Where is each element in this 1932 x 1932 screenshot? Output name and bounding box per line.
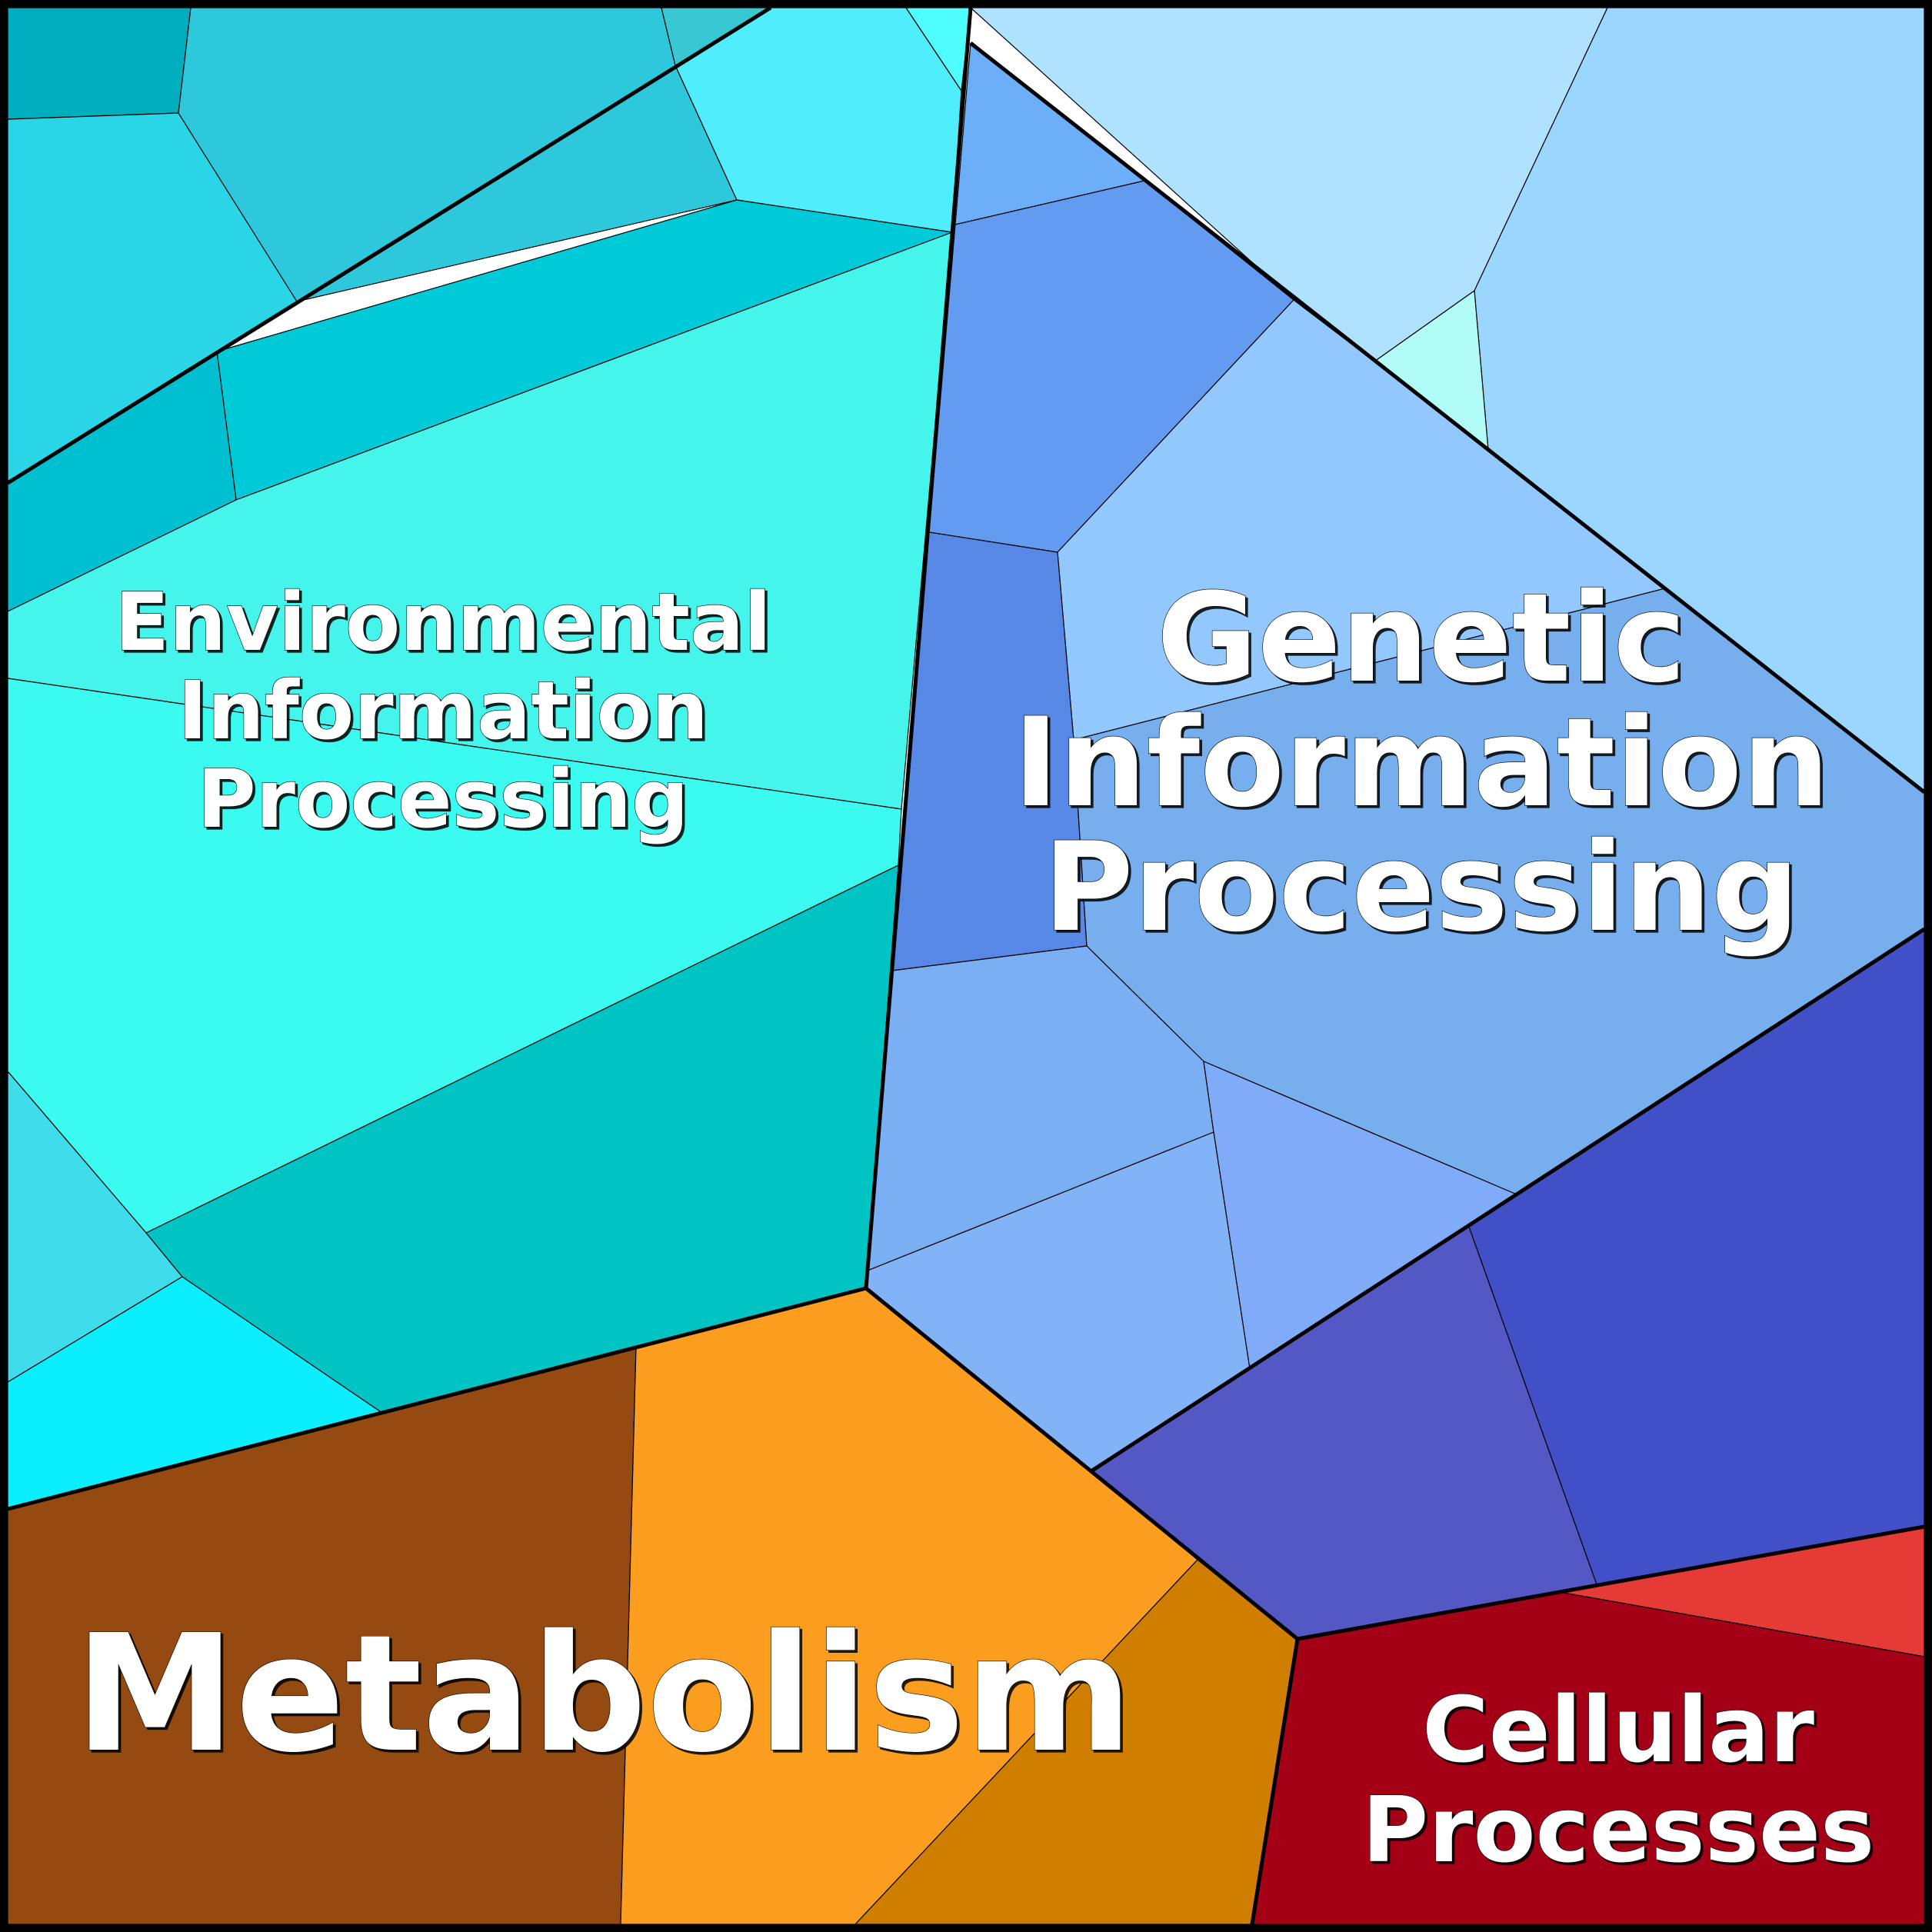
cell-layer [7, 7, 1925, 1925]
environmental-information-processing-cell-1 [7, 7, 192, 120]
environmental-information-processing-label-line-1: Environmental [115, 575, 771, 669]
region-border-4 [969, 42, 1926, 794]
metabolism-label-line-1: Metabolism [75, 1600, 1133, 1788]
metabolism-label: Metabolism [75, 1600, 1133, 1788]
genetic-information-processing-label-line-2: Information [1013, 691, 1830, 834]
environmental-information-processing-label-line-3: Processing [197, 752, 688, 846]
cellular-processes-label-line-1: Cellular [1422, 1677, 1814, 1783]
genetic-information-processing-label-line-1: Genetic [1157, 566, 1686, 710]
environmental-information-processing-label-line-2: Information [178, 664, 708, 758]
region-border-5 [1091, 927, 1926, 1473]
genetic-information-processing-label-line-3: Processing [1043, 815, 1799, 959]
region-border-6 [1297, 1524, 1925, 1641]
region-border-1 [6, 5, 772, 485]
region-border-layer [6, 5, 1926, 1925]
cellular-processes-label-line-2: Processes [1362, 1777, 1874, 1883]
